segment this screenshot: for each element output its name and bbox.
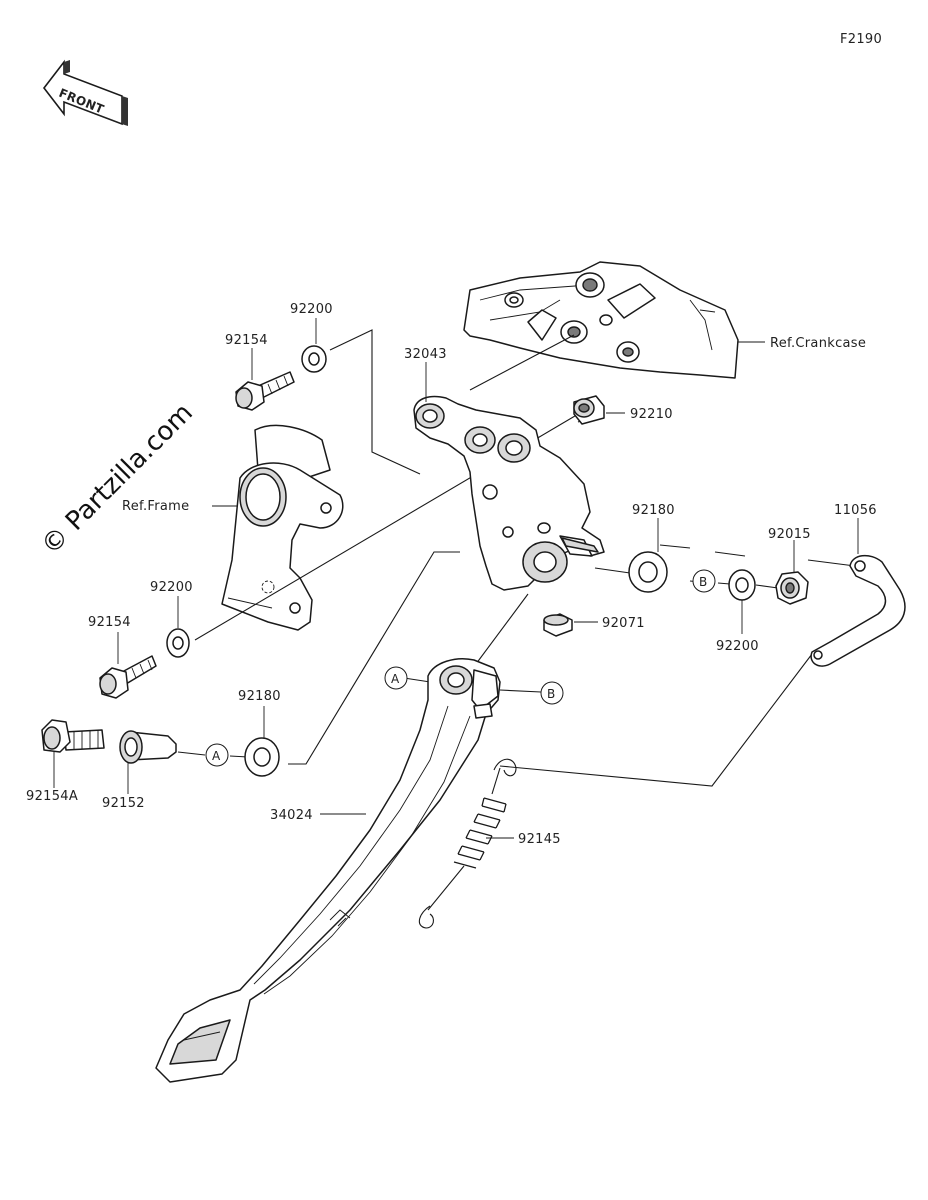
bolt-92154-left [99, 655, 157, 699]
callout-b-right: B [692, 569, 716, 593]
washer-92200-left [166, 628, 190, 658]
bolt-92154a [41, 719, 105, 753]
part-92154-top-label: 92154 [225, 333, 268, 348]
callout-a-stand: A [384, 666, 408, 690]
part-92200-top-label: 92200 [290, 302, 333, 317]
part-92200-right-label: 92200 [716, 639, 759, 654]
part-92154-left-label: 92154 [88, 615, 131, 630]
bracket-32043 [413, 395, 605, 591]
collar-92210 [573, 395, 605, 425]
part-92152-label: 92152 [102, 796, 145, 811]
part-92180-right-label: 92180 [632, 503, 675, 518]
part-92015-label: 92015 [768, 527, 811, 542]
washer-92200-top [301, 345, 327, 373]
washer-92180-left [244, 737, 280, 777]
spring-92145 [418, 758, 517, 929]
svg-text:A: A [391, 672, 400, 686]
ref-frame-label: Ref.Frame [122, 499, 189, 514]
collar-92152 [119, 730, 177, 764]
part-92154a-label: 92154A [26, 789, 78, 804]
watermark: © Partzilla.com [36, 398, 199, 561]
cap-92071 [543, 613, 573, 637]
plate-11056 [810, 554, 906, 667]
part-92210-label: 92210 [630, 407, 673, 422]
part-11056-label: 11056 [834, 503, 877, 518]
svg-text:B: B [699, 575, 708, 589]
svg-text:A: A [212, 749, 221, 763]
frame-reference [221, 424, 344, 631]
front-arrow-icon: FRONT [42, 59, 128, 126]
ref-crankcase-label: Ref.Crankcase [770, 336, 866, 351]
washer-92180-right [628, 551, 668, 593]
part-34024-label: 34024 [270, 808, 313, 823]
washer-92200-right [728, 569, 756, 601]
callout-a-left: A [205, 743, 229, 767]
bolt-92154-top [235, 371, 295, 411]
figure-code: F2190 [840, 32, 882, 47]
part-92180-left-label: 92180 [238, 689, 281, 704]
nut-92015 [775, 571, 809, 605]
part-92071-label: 92071 [602, 616, 645, 631]
part-32043-label: 32043 [404, 347, 447, 362]
part-92200-left-label: 92200 [150, 580, 193, 595]
svg-text:B: B [547, 687, 556, 701]
callout-b-stand: B [540, 681, 564, 705]
part-92145-label: 92145 [518, 832, 561, 847]
crankcase-reference [463, 261, 739, 379]
sidestand-34024 [155, 658, 501, 1083]
